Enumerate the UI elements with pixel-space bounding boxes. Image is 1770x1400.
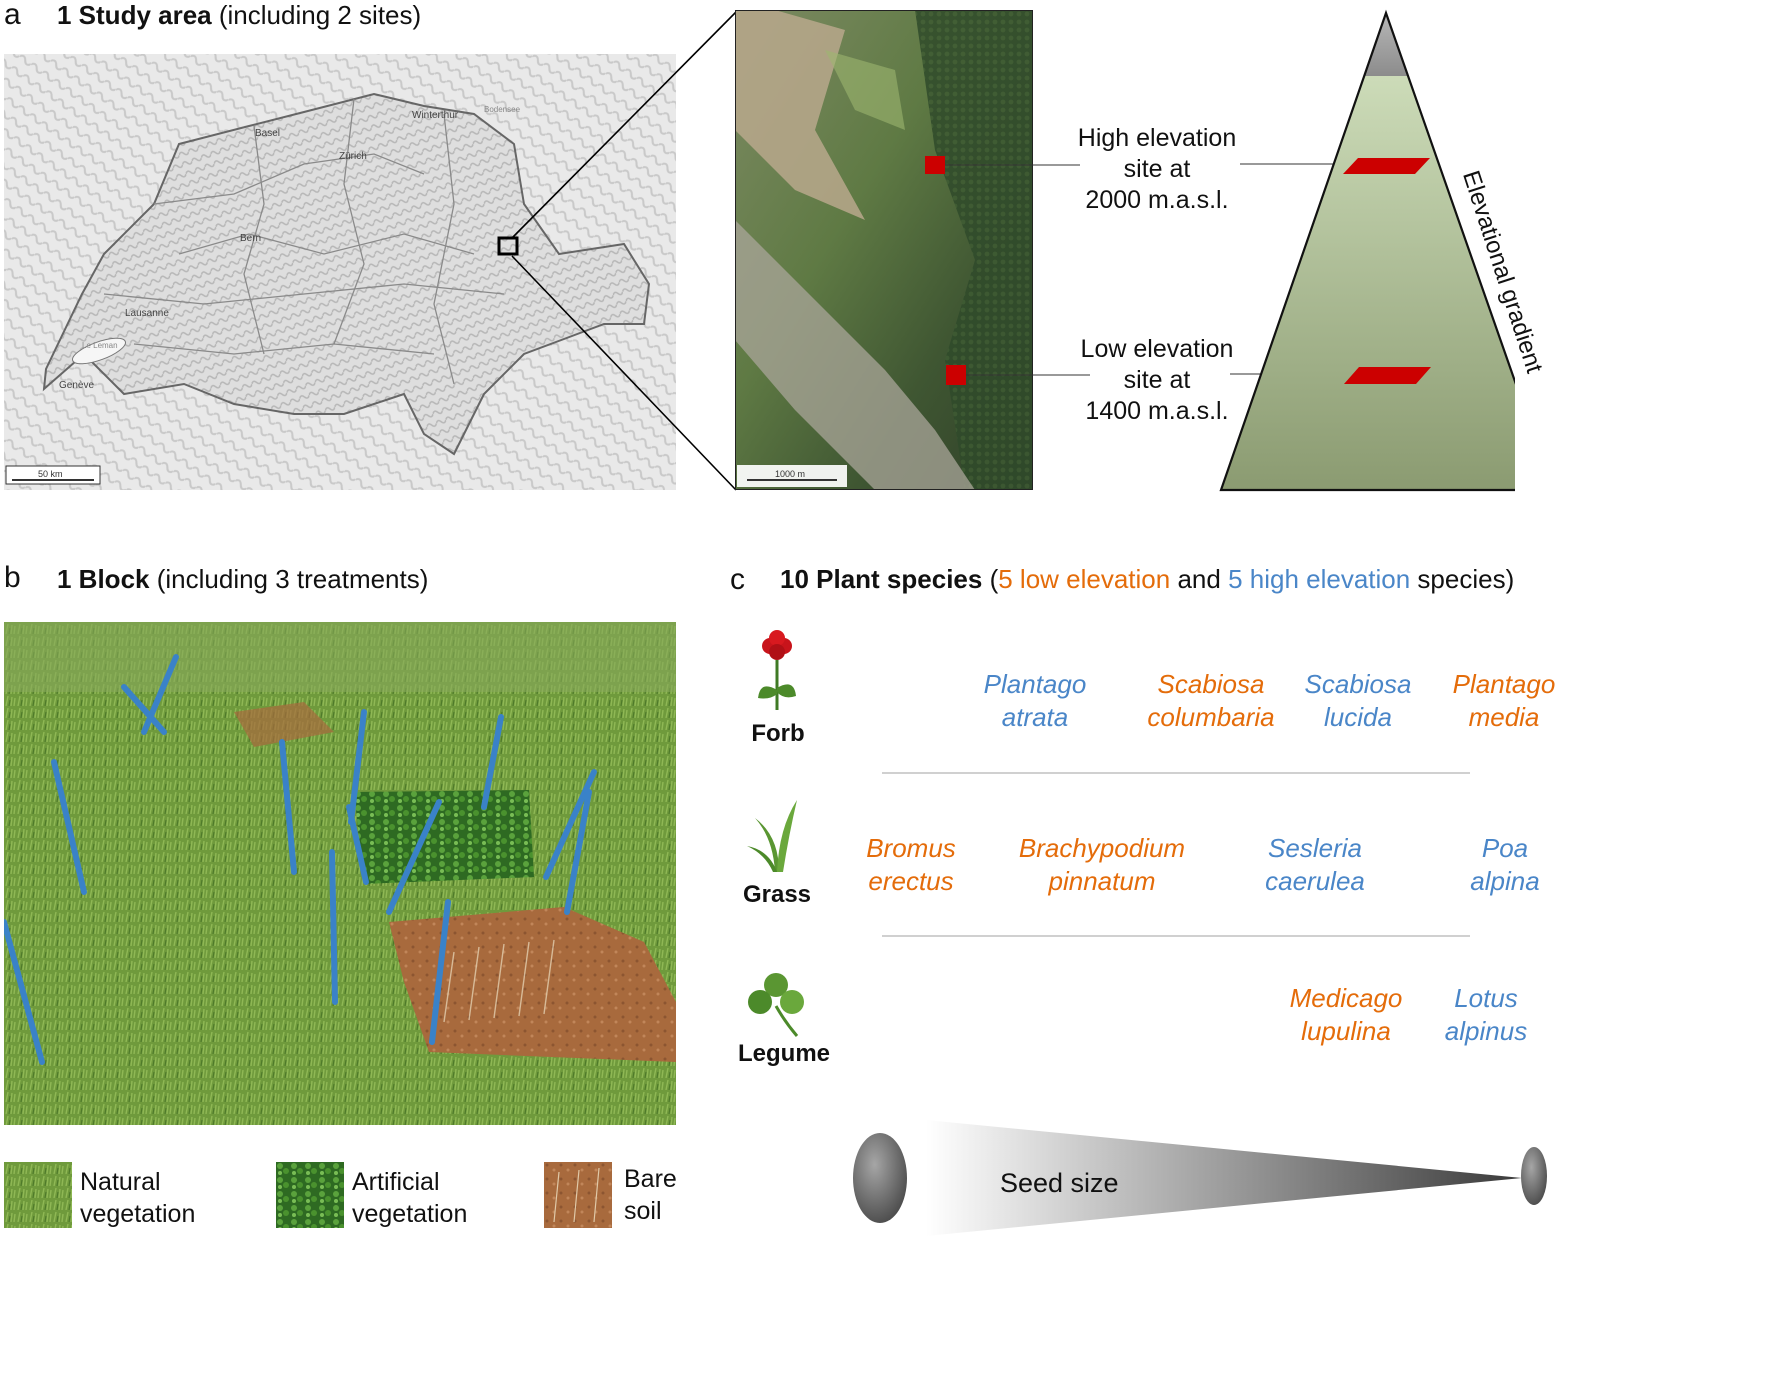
- panel-b-title: 1 Block (including 3 treatments): [57, 564, 428, 595]
- elevation-triangle: [1219, 9, 1515, 492]
- large-seed-icon: [853, 1133, 907, 1223]
- species-genus: Scabiosa: [1304, 669, 1412, 699]
- zoom-lines: [511, 11, 737, 491]
- species-scabiosa-lucida: Scabiosa lucida: [1258, 668, 1458, 734]
- species-scabiosa-columbaria: Scabiosa columbaria: [1111, 668, 1311, 734]
- species-genus: Plantago: [1452, 669, 1556, 699]
- high-site-line2: site at: [1123, 155, 1191, 183]
- panel-letter-b: b: [4, 561, 21, 594]
- growth-form-forb: Forb: [751, 720, 805, 747]
- map-label-geneve: Genève: [59, 380, 94, 391]
- legend-swatch-natural: [4, 1162, 72, 1228]
- high-site-line1: High elevation: [1077, 124, 1237, 152]
- species-epithet: media: [1468, 702, 1540, 732]
- species-genus: Bromus: [866, 833, 956, 863]
- panel-letter-c: c: [730, 563, 745, 596]
- species-bromus-erectus: Bromus erectus: [811, 832, 1011, 898]
- grass-icon: [747, 800, 797, 872]
- species-genus: Plantago: [983, 669, 1087, 699]
- legend-artificial-line2: vegetation: [352, 1200, 468, 1228]
- switzerland-map: Basel Winterthur Zürich Bern Lausanne Ge…: [4, 54, 676, 490]
- map-label-bodensee: Bodensee: [484, 105, 521, 114]
- high-site-marker: [1343, 158, 1430, 174]
- species-lotus-alpinus: Lotus alpinus: [1386, 982, 1586, 1048]
- legend-label-artificial: Artificial vegetation: [352, 1166, 467, 1230]
- legend-swatch-artificial: [276, 1162, 344, 1228]
- legend-label-natural: Natural vegetation: [80, 1166, 195, 1230]
- species-poa-alpina: Poa alpina: [1405, 832, 1605, 898]
- panel-c-title-open: (: [982, 564, 999, 594]
- species-epithet: erectus: [868, 866, 954, 896]
- panel-b-title-rest: (including 3 treatments): [149, 564, 429, 594]
- panel-c-title-low: 5 low elevation: [998, 564, 1171, 594]
- seed-size-label: Seed size: [1000, 1168, 1119, 1198]
- low-site-line1: Low elevation: [1080, 335, 1234, 363]
- species-epithet: columbaria: [1147, 702, 1275, 732]
- panel-a-title-rest: (including 2 sites): [211, 0, 422, 30]
- species-epithet: alpina: [1470, 866, 1540, 896]
- species-genus: Poa: [1481, 833, 1529, 863]
- legend-swatch-bare-soil: [544, 1162, 612, 1228]
- species-epithet: lupulina: [1301, 1016, 1391, 1046]
- species-sesleria-caerulea: Sesleria caerulea: [1215, 832, 1415, 898]
- panel-letter-a: a: [4, 0, 21, 31]
- panel-c-title-bold: 10 Plant species: [780, 564, 983, 594]
- row-divider: [882, 935, 1470, 937]
- legend-bare-line2: soil: [624, 1197, 662, 1225]
- row-divider: [882, 772, 1470, 774]
- species-genus: Sesleria: [1268, 833, 1362, 863]
- species-brachypodium-pinnatum: Brachypodium pinnatum: [1002, 832, 1202, 898]
- map-label-basel: Basel: [255, 128, 280, 139]
- map-label-winterthur: Winterthur: [412, 110, 459, 121]
- growth-form-legume: Legume: [737, 1040, 830, 1067]
- low-site-line2: site at: [1123, 366, 1191, 394]
- panel-b-title-bold: 1 Block: [57, 564, 150, 594]
- small-seed-icon: [1521, 1147, 1547, 1205]
- low-site-marker: [1344, 367, 1431, 384]
- seed-size-wedge: [926, 1120, 1522, 1236]
- growth-form-grass: Grass: [742, 881, 812, 908]
- species-epithet: pinnatum: [1048, 866, 1156, 896]
- panel-c-title-close: species): [1410, 564, 1515, 594]
- map-scalebar: 50 km: [38, 469, 63, 479]
- panel-a-title: 1 Study area (including 2 sites): [57, 0, 421, 31]
- legend-artificial-line1: Artificial: [352, 1168, 440, 1196]
- low-site-label: Low elevation site at 1400 m.a.s.l.: [1057, 334, 1257, 427]
- species-genus: Lotus: [1454, 983, 1518, 1013]
- panel-c-title: 10 Plant species (5 low elevation and 5 …: [780, 564, 1514, 595]
- panel-a-title-bold: 1 Study area: [57, 0, 212, 30]
- low-site-line3: 1400 m.a.s.l.: [1085, 397, 1229, 425]
- species-genus: Medicago: [1289, 983, 1403, 1013]
- species-epithet: alpinus: [1444, 1016, 1528, 1046]
- species-epithet: lucida: [1324, 702, 1392, 732]
- species-plantago-media: Plantago media: [1404, 668, 1604, 734]
- species-genus: Scabiosa: [1157, 669, 1265, 699]
- map-label-le-leman: Le Leman: [82, 341, 118, 350]
- species-medicago-lupulina: Medicago lupulina: [1246, 982, 1446, 1048]
- aerial-image: 1000 m: [735, 10, 1033, 490]
- forb-icon: [758, 630, 796, 710]
- legume-icon: [748, 973, 804, 1037]
- species-plantago-atrata: Plantago atrata: [935, 668, 1135, 734]
- seed-size-scale: [853, 1120, 1547, 1236]
- species-epithet: atrata: [1001, 702, 1069, 732]
- legend-bare-line1: Bare: [624, 1165, 677, 1193]
- map-label-lausanne: Lausanne: [125, 308, 169, 319]
- species-genus: Brachypodium: [1018, 833, 1186, 863]
- swiss-border: [42, 92, 651, 456]
- map-label-bern: Bern: [240, 233, 261, 244]
- legend-natural-line2: vegetation: [80, 1200, 196, 1228]
- panel-c-title-high: 5 high elevation: [1228, 564, 1411, 594]
- aerial-scalebar: 1000 m: [775, 469, 805, 479]
- high-site-line3: 2000 m.a.s.l.: [1085, 186, 1229, 214]
- species-epithet: caerulea: [1265, 866, 1365, 896]
- block-photo: [4, 622, 676, 1125]
- panel-c-title-and: and: [1170, 564, 1229, 594]
- legend-label-bare-soil: Bare soil: [624, 1163, 677, 1227]
- high-site-label: High elevation site at 2000 m.a.s.l.: [1057, 123, 1257, 216]
- legend-natural-line1: Natural: [80, 1168, 161, 1196]
- map-label-zurich: Zürich: [339, 151, 367, 162]
